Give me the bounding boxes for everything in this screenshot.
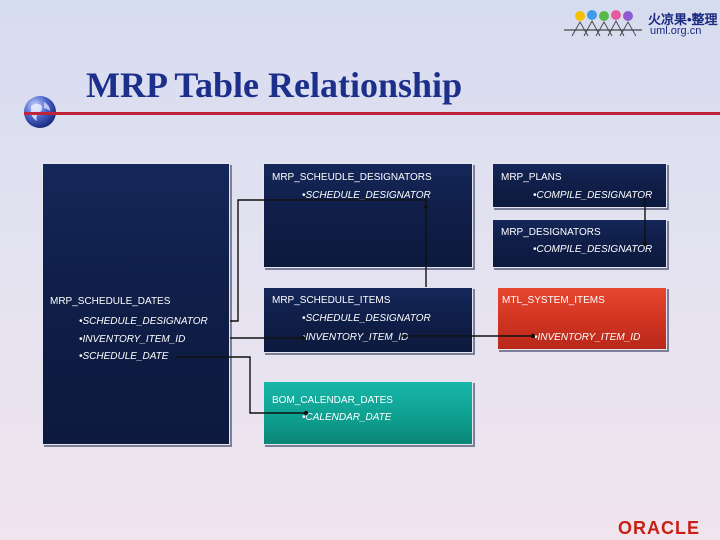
table-bom-calendar-dates: BOM_CALENDAR_DATES •CALENDAR_DATE (263, 381, 473, 445)
title-underline (24, 112, 720, 115)
oracle-logo: ORACLE (618, 518, 700, 538)
table-name: MRP_SCHEDULE_ITEMS (272, 295, 391, 306)
table-name: MRP_SCHEUDLE_DESIGNATORS (272, 172, 432, 183)
table-mtl-system-items: MTL_SYSTEM_ITEMS •INVENTORY_ITEM_ID (497, 287, 667, 350)
table-mrp-schedule-dates: MRP_SCHEDULE_DATES •SCHEDULE_DESIGNATOR … (42, 163, 230, 445)
field-inventory-item-id: •INVENTORY_ITEM_ID (79, 334, 186, 345)
table-name: MRP_SCHEDULE_DATES (50, 296, 171, 307)
connector-dates-to-designators (230, 199, 427, 322)
field-schedule-designator: •SCHEDULE_DESIGNATOR (302, 190, 431, 201)
logo-url: uml.org.cn (650, 25, 702, 37)
field-compile-designator: •COMPILE_DESIGNATOR (533, 190, 653, 201)
table-name: MRP_PLANS (501, 172, 562, 183)
field-schedule-designator: •SCHEDULE_DESIGNATOR (302, 313, 431, 324)
table-mrp-plans: MRP_PLANS •COMPILE_DESIGNATOR (492, 163, 667, 208)
table-name: MTL_SYSTEM_ITEMS (502, 295, 605, 306)
field-inventory-item-id: •INVENTORY_ITEM_ID (534, 332, 641, 343)
table-name: BOM_CALENDAR_DATES (272, 395, 393, 406)
table-mrp-schedule-items: MRP_SCHEDULE_ITEMS •SCHEDULE_DESIGNATOR … (263, 287, 473, 353)
field-inventory-item-id: •INVENTORY_ITEM_ID (302, 332, 409, 343)
table-mrp-scheudle-designators: MRP_SCHEUDLE_DESIGNATORS •SCHEDULE_DESIG… (263, 163, 473, 268)
field-schedule-designator: •SCHEDULE_DESIGNATOR (79, 316, 208, 327)
table-mrp-designators: MRP_DESIGNATORS •COMPILE_DESIGNATOR (492, 219, 667, 268)
site-logo (564, 10, 642, 37)
field-calendar-date: •CALENDAR_DATE (302, 412, 392, 423)
page-title: MRP Table Relationship (86, 65, 463, 105)
table-name: MRP_DESIGNATORS (501, 227, 601, 238)
field-schedule-date: •SCHEDULE_DATE (79, 351, 169, 362)
connector-dates-to-calendar (176, 356, 306, 414)
logo-text: 火凉果•整理 (648, 12, 718, 27)
field-compile-designator: •COMPILE_DESIGNATOR (533, 244, 653, 255)
